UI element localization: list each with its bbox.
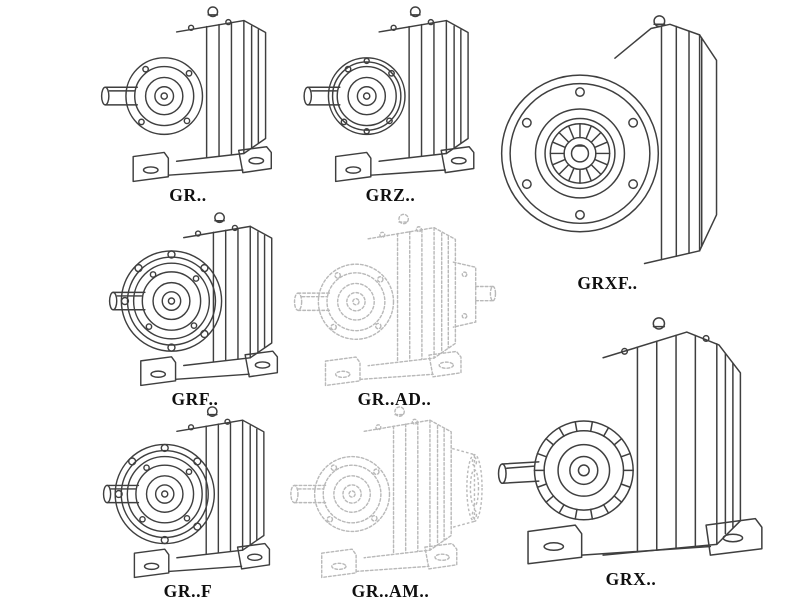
figure-label-grz: GRZ.. bbox=[365, 185, 416, 205]
figure-gr-am: GR..AM.. bbox=[288, 404, 493, 600]
figure-grf: GRF.. bbox=[95, 210, 295, 410]
figure-grxf: GRXF.. bbox=[490, 0, 725, 294]
figure-label-grx: GRX.. bbox=[605, 569, 657, 589]
gearbox-motor-flange-drawing bbox=[290, 406, 483, 579]
figure-label-gr-ad: GR..AD.. bbox=[357, 389, 432, 409]
gearbox-foot-mounted-z-drawing bbox=[303, 6, 475, 183]
figure-label-gr: GR.. bbox=[169, 185, 207, 205]
figure-gr-f: GR..F bbox=[88, 404, 288, 600]
figure-label-gr-am: GR..AM.. bbox=[351, 581, 430, 600]
figure-label-grf: GRF.. bbox=[171, 389, 219, 409]
gearbox-foot-flange-drawing bbox=[102, 406, 271, 579]
gearbox-input-adapter-drawing bbox=[293, 213, 497, 387]
figure-gr: GR.. bbox=[88, 4, 288, 206]
gearbox-large-foot-mounted-drawing bbox=[497, 317, 763, 565]
figure-label-gr-f: GR..F bbox=[163, 581, 213, 600]
figure-gr-ad: GR..AD.. bbox=[292, 210, 497, 410]
figure-grz: GRZ.. bbox=[298, 4, 483, 206]
gearbox-flange-front-view-drawing bbox=[500, 15, 718, 265]
gearbox-flange-mounted-drawing bbox=[108, 212, 279, 387]
figure-grx: GRX.. bbox=[492, 298, 770, 590]
figure-label-grxf: GRXF.. bbox=[577, 273, 638, 293]
gearbox-foot-mounted-drawing bbox=[100, 6, 273, 183]
